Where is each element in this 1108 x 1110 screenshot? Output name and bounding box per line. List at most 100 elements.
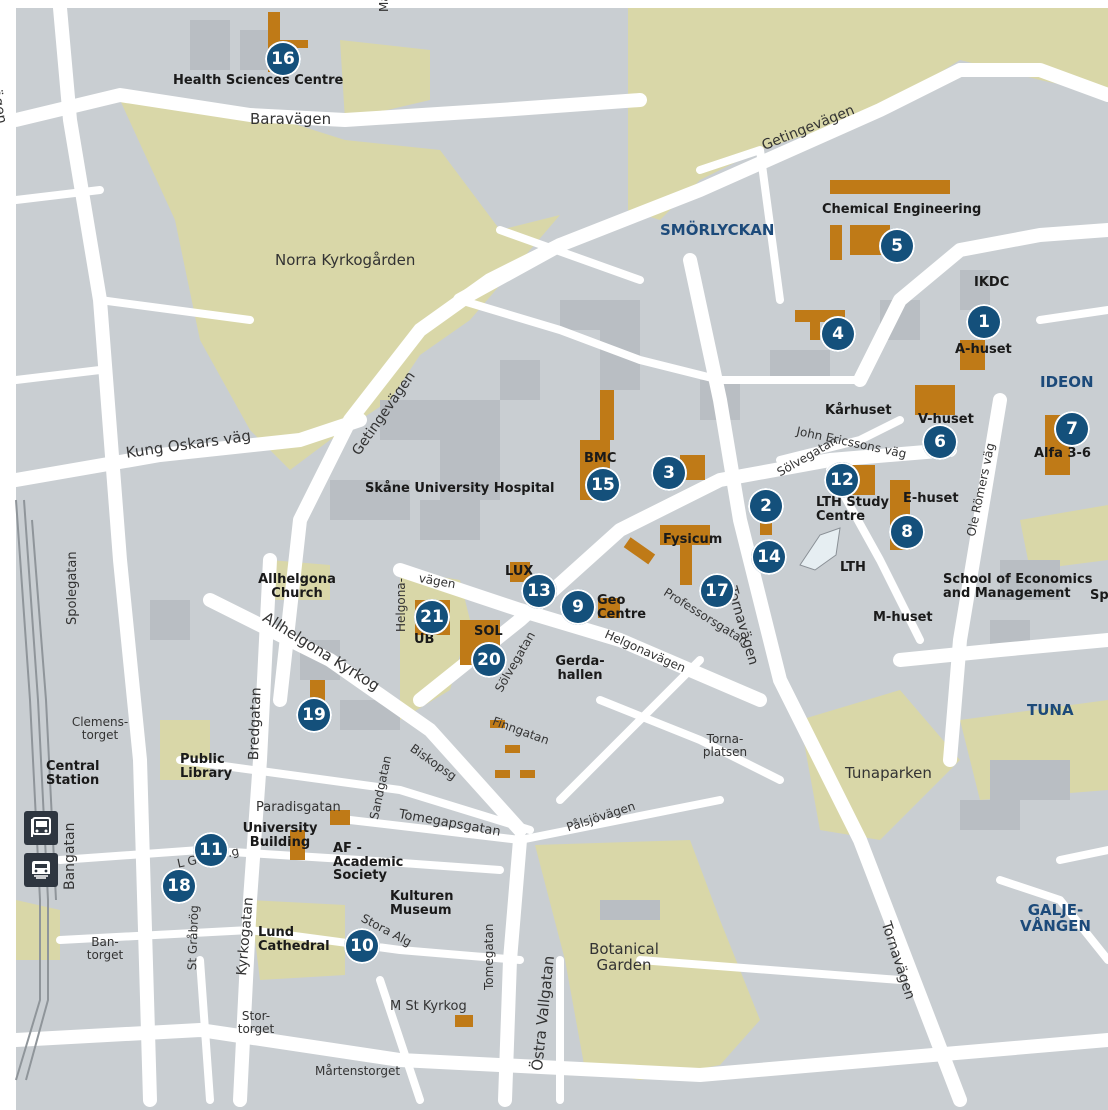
road-bottom — [9, 1023, 1108, 1082]
building-af — [330, 810, 350, 825]
label-af-academic-society: AF - Academic Society — [333, 841, 404, 884]
street-spolegatan: Spolegatan — [65, 551, 80, 625]
marker-19[interactable]: 19 — [296, 697, 332, 733]
label-galjevangen: GALJE-VÅNGEN — [1020, 901, 1091, 935]
bus-icon-glyph — [31, 817, 51, 837]
road-west-vertical — [53, 1, 157, 1107]
road-ring-north — [853, 223, 1108, 387]
label-ikdc: IKDC — [974, 275, 1010, 290]
train-icon-glyph — [32, 861, 50, 879]
building-v-huset — [915, 385, 955, 415]
street-baravagen: Baravägen — [250, 110, 332, 128]
road-ole-romers — [943, 393, 1007, 767]
label-bmc: BMC — [584, 451, 617, 466]
buildings-grey — [150, 20, 1070, 920]
building-a-huset — [960, 340, 985, 370]
label-tuna: TUNA — [1027, 701, 1074, 719]
label-public-library: Public Library — [180, 752, 233, 781]
marker-17[interactable]: 17 — [699, 573, 735, 609]
road-getingevagen-diag — [273, 238, 567, 707]
label-gerdahallen: Gerda-hallen — [555, 654, 605, 683]
marker-8[interactable]: 8 — [889, 514, 925, 550]
label-skane-university-hospital: Skåne University Hospital — [365, 481, 555, 496]
label-lth: LTH — [840, 560, 866, 575]
label-a-huset: A-huset — [955, 342, 1012, 357]
bus-icon — [24, 811, 58, 845]
label-ideon: IDEON — [1040, 373, 1094, 391]
roads — [9, 1, 1108, 1107]
building-bmc — [600, 390, 614, 440]
label-lund-cathedral: Lund Cathedral — [258, 925, 330, 954]
label-tornaplatsen: Torna-platsen — [702, 732, 748, 759]
marker-13[interactable]: 13 — [521, 573, 557, 609]
label-lth-study-centre: LTH Study Centre — [816, 495, 890, 524]
street-paradisgatan: Paradisgatan — [256, 800, 341, 815]
label-alfa: Alfa 3-6 — [1034, 446, 1091, 461]
marker-6[interactable]: 6 — [922, 424, 958, 460]
building-finngatan-1 — [490, 720, 505, 728]
marker-2[interactable]: 2 — [748, 488, 784, 524]
marker-11[interactable]: 11 — [193, 832, 229, 868]
road-kung-oskars — [9, 413, 367, 487]
road-bredgatan — [233, 553, 277, 1107]
road-east — [893, 633, 1108, 667]
label-norra-kyrkogarden: Norra Kyrkogården — [275, 251, 416, 269]
label-ub: UB — [414, 632, 435, 647]
label-lux: LUX — [505, 564, 534, 579]
building-chemical-engineering — [830, 180, 950, 194]
train-icon — [24, 853, 58, 887]
label-allhelgona-church: Allhelgona Church — [258, 572, 336, 601]
marker-4[interactable]: 4 — [820, 316, 856, 352]
label-fysicum: Fysicum — [663, 532, 723, 547]
label-clemenstorget: Clemens-torget — [71, 715, 129, 742]
marker-21[interactable]: 21 — [414, 599, 450, 635]
label-bantorget: Ban-torget — [86, 935, 124, 962]
building-fysicum — [660, 525, 710, 545]
marker-1[interactable]: 1 — [966, 304, 1002, 340]
marker-3[interactable]: 3 — [651, 455, 687, 491]
park-ideon-strip — [1020, 505, 1108, 570]
park-health-strip — [340, 40, 430, 120]
label-sp: Sp — [1090, 588, 1108, 603]
marker-15[interactable]: 15 — [585, 467, 621, 503]
marker-14[interactable]: 14 — [751, 539, 787, 575]
marker-16[interactable]: 16 — [265, 41, 301, 77]
street-margareta: Margareta — [377, 0, 391, 12]
building-lux — [510, 562, 530, 582]
label-m-huset: M-huset — [873, 610, 933, 625]
building-kyrkog — [455, 1015, 473, 1027]
label-e-huset: E-huset — [903, 491, 959, 506]
marker-12[interactable]: 12 — [824, 462, 860, 498]
label-geo-centre: Geo Centre — [597, 593, 647, 622]
label-tunaparken: Tunaparken — [845, 764, 932, 782]
marker-5[interactable]: 5 — [879, 228, 915, 264]
marker-10[interactable]: 10 — [344, 928, 380, 964]
building-university — [290, 830, 305, 860]
marker-18[interactable]: 18 — [161, 868, 197, 904]
label-health-sciences-centre: Health Sciences Centre — [173, 73, 344, 88]
label-v-huset: V-huset — [918, 412, 974, 427]
street-bredgatan: Bredgatan — [246, 687, 265, 761]
label-karhuset: Kårhuset — [825, 403, 892, 418]
label-stortorget: Stor-torget — [237, 1009, 275, 1036]
marker-20[interactable]: 20 — [471, 642, 507, 678]
park-norra-kyrkogarden — [120, 100, 560, 470]
pond — [799, 527, 841, 571]
building-geo — [598, 598, 620, 618]
label-m-st-kyrkog: M St Kyrkog — [390, 999, 467, 1014]
label-school-of-economics: School of Economics and Management — [943, 572, 1093, 601]
label-sol: SOL — [474, 624, 503, 639]
park-left-edge — [16, 900, 60, 960]
label-central-station: Central Station — [46, 759, 100, 788]
street-helgonavagen-a: Helgona- — [394, 578, 408, 632]
marker-9[interactable]: 9 — [560, 589, 596, 625]
label-chemical-engineering: Chemical Engineering — [822, 202, 982, 217]
road-solvegatan — [413, 443, 957, 707]
street-bangatan: Bangatan — [62, 822, 78, 890]
marker-7[interactable]: 7 — [1054, 411, 1090, 447]
label-university-building: University Building — [242, 821, 318, 850]
road-baravagen — [9, 88, 647, 127]
label-smorlyckan: SMÖRLYCKAN — [660, 221, 775, 239]
label-martenstorget: Mårtenstorget — [315, 1064, 401, 1078]
